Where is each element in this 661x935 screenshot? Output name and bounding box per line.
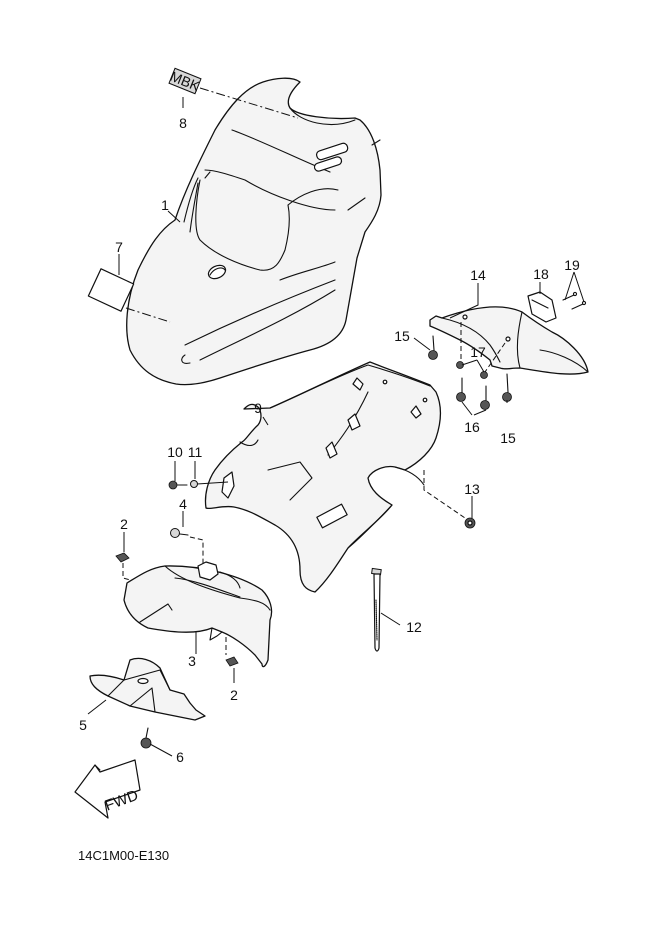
callout-8: 8 [179,115,187,131]
part-9-leg-shield[interactable] [204,361,442,593]
callout-10: 10 [167,444,183,460]
part-5-splash-guard[interactable] [89,657,206,721]
forward-direction-arrow: FWD [74,759,141,819]
part-15-screw-right[interactable] [502,373,512,402]
callout-2-upper: 2 [120,516,128,532]
part-15-screw-left[interactable] [428,335,438,360]
part-16-screws[interactable] [456,377,490,410]
part-2-clip-upper[interactable] [115,552,130,563]
part-1-front-cover[interactable] [126,77,382,386]
part-10-screw[interactable] [168,480,188,490]
callout-16: 16 [464,419,480,435]
callout-2-lower: 2 [230,687,238,703]
callout-1: 1 [161,197,169,213]
guide-line-13 [423,470,469,521]
guide-line-10-11 [196,481,229,485]
part-2-clip-lower[interactable] [225,656,239,667]
part-13-nut[interactable] [464,517,476,529]
callout-4: 4 [179,496,187,512]
callout-13: 13 [464,481,480,497]
drawing-number: 14C1M00-E130 [78,848,169,863]
callout-6: 6 [176,749,184,765]
callout-7: 7 [115,239,123,255]
callout-15-right: 15 [500,430,516,446]
guide-line-4 [189,536,204,566]
part-8-emblem[interactable]: MBK [168,67,203,94]
callout-11: 11 [188,444,203,460]
guide-line-16b [484,342,506,373]
callout-3: 3 [188,653,196,669]
part-11-washer[interactable] [190,480,198,488]
part-18-clip[interactable] [527,291,557,323]
callout-17: 17 [470,344,486,360]
callout-5: 5 [79,717,87,733]
part-4-screw[interactable] [170,528,189,538]
callout-15-left: 15 [394,328,410,344]
part-14-bracket[interactable] [429,306,589,375]
part-6-bolt[interactable] [140,727,152,749]
part-3-inner-fender[interactable] [123,561,273,668]
leader-lines [87,97,585,757]
part-12-cable-tie[interactable] [371,567,382,652]
guide-line-7 [125,307,171,323]
emblem-text: MBK [168,68,203,94]
callout-labels: 8 1 7 9 10 11 4 2 3 2 5 6 12 13 14 18 19… [79,115,580,765]
callout-18: 18 [533,266,549,282]
guide-line-8 [199,87,299,119]
part-7-label[interactable] [87,268,135,312]
callout-14: 14 [470,267,486,283]
callout-9: 9 [254,400,262,416]
callout-19: 19 [564,257,580,273]
callout-12: 12 [406,619,422,635]
